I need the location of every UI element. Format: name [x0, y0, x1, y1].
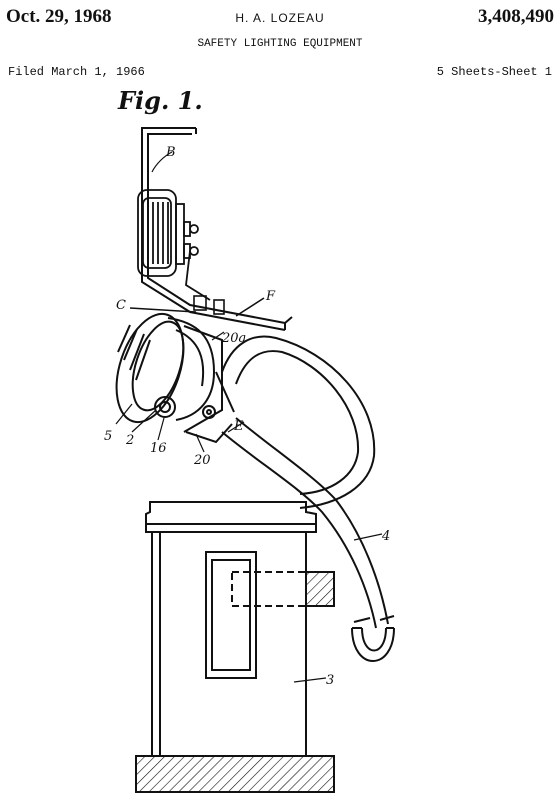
label-4: 4 [381, 529, 390, 544]
label-E: E [233, 419, 244, 434]
patent-number: 3,408,490 [478, 6, 554, 27]
label-2: 2 [125, 433, 134, 448]
label-B: B [165, 145, 176, 160]
terminal-block [129, 295, 265, 317]
label-5: 5 [104, 429, 112, 444]
carry-hose [221, 335, 395, 662]
leader-lines [115, 151, 383, 683]
filed-date: Filed March 1, 1966 [8, 65, 145, 79]
bracket-lamp [137, 189, 211, 301]
hatched-base [135, 755, 335, 793]
mounting-bracket [141, 127, 293, 331]
patent-date: Oct. 29, 1968 [6, 6, 112, 27]
label-16: 16 [150, 441, 167, 456]
figure-title: Fig. 1. [118, 86, 203, 115]
label-3: 3 [326, 673, 334, 688]
label-C: C [116, 298, 126, 313]
lamp-head [115, 312, 235, 444]
battery-case [145, 501, 335, 756]
patent-title: SAFETY LIGHTING EQUIPMENT [197, 38, 363, 50]
label-20: 20 [193, 453, 211, 468]
label-20a: 20a [221, 331, 246, 346]
inventor-name: H. A. LOZEAU [235, 11, 325, 25]
sheet-count: 5 Sheets-Sheet 1 [436, 65, 552, 79]
label-F: F [265, 289, 276, 304]
